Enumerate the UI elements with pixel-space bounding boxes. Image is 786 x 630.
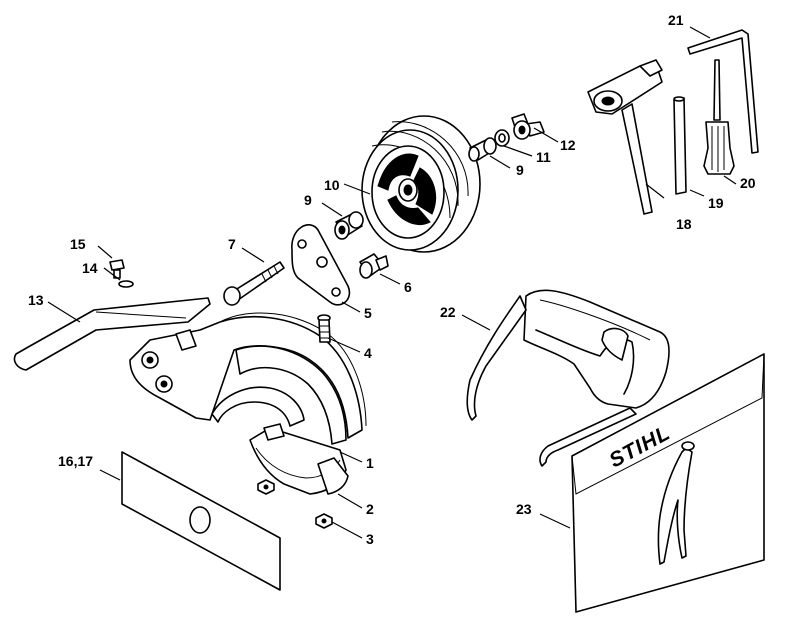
rod-part: [673, 96, 687, 195]
washer-part: [494, 129, 510, 147]
callout-label-12: 12: [560, 137, 576, 153]
tool-bag-part: STIHL: [571, 353, 765, 613]
blade-part: [121, 451, 281, 591]
allen-key-part: [687, 29, 759, 154]
callout-label-9-right: 9: [516, 162, 524, 178]
callout-label-15: 15: [70, 236, 86, 252]
callout-label-4: 4: [364, 345, 372, 361]
flap-part: [13, 297, 211, 371]
callout-label-23: 23: [516, 501, 532, 517]
spacer-part-left: [334, 211, 364, 240]
screwdriver-part: [703, 59, 735, 175]
callout-label-2: 2: [366, 501, 374, 517]
callout-label-19: 19: [708, 195, 724, 211]
callout-label-14: 14: [82, 260, 98, 276]
callout-label-18: 18: [676, 216, 692, 232]
callout-label-9-left: 9: [304, 192, 312, 208]
mounting-plate-part: [291, 224, 351, 306]
callout-label-1: 1: [366, 455, 374, 471]
callout-label-10: 10: [324, 177, 340, 193]
screw-part-15: [109, 259, 125, 279]
leader-lines: [47, 26, 737, 539]
callout-label-20: 20: [740, 175, 756, 191]
bushing-part-right: [468, 137, 497, 162]
nut-part-14: [118, 280, 134, 288]
callout-label-6: 6: [404, 279, 412, 295]
wing-nut-part: [511, 113, 545, 140]
wheel-part: [361, 115, 481, 253]
combination-wrench-part: [587, 59, 663, 215]
safety-glasses-part: [466, 289, 670, 467]
callout-label-7: 7: [228, 236, 236, 252]
long-bolt-part: [223, 261, 285, 306]
callout-labels: 21 18 19 20 12 11 9 10 9 7 6 5 4 15 14 1…: [28, 12, 756, 547]
callout-label-21: 21: [668, 12, 684, 28]
callout-label-3: 3: [366, 531, 374, 547]
callout-label-5: 5: [364, 305, 372, 321]
callout-label-16-17: 16,17: [58, 453, 93, 469]
callout-label-11: 11: [536, 149, 551, 165]
callout-label-22: 22: [440, 304, 456, 320]
shoulder-bolt-part: [359, 253, 389, 279]
screw-part-4: [317, 314, 331, 343]
clamp-part: [249, 423, 349, 495]
nut-part-3: [257, 479, 333, 529]
guard-housing-part: [129, 312, 367, 445]
callout-label-13: 13: [28, 292, 44, 308]
